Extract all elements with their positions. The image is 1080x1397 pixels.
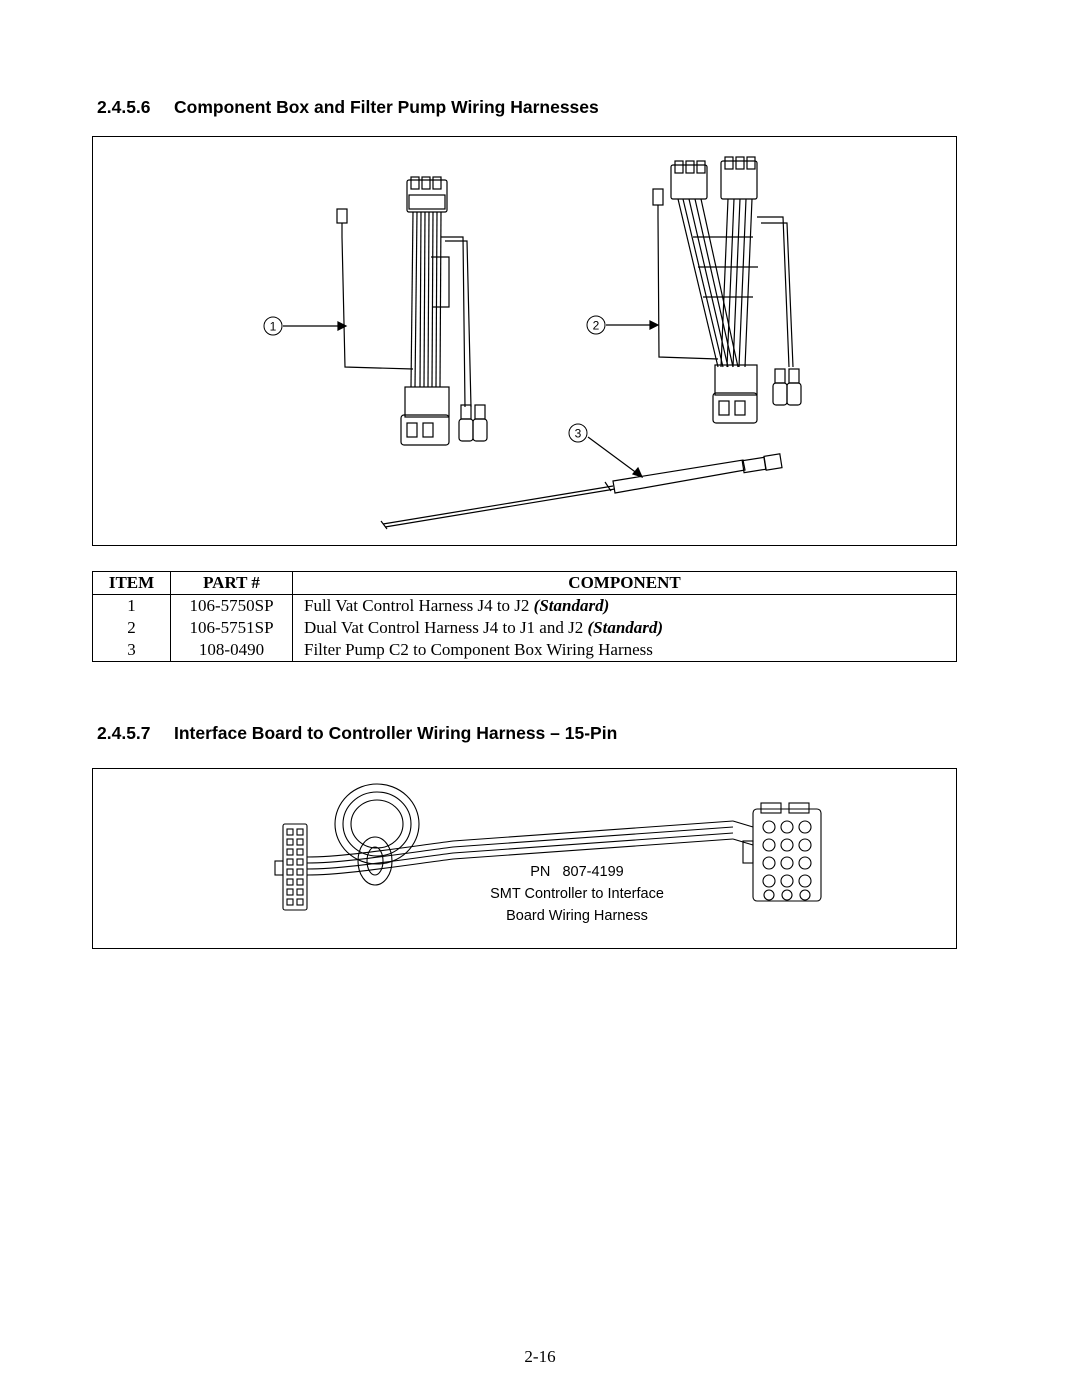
callout-1-label: 1 <box>270 320 277 334</box>
row-component: Full Vat Control Harness J4 to J2 (Stand… <box>292 594 957 617</box>
harness-3-illustration <box>380 436 783 530</box>
section-heading-2457: 2.4.5.7 Interface Board to Controller Wir… <box>97 723 617 744</box>
callout-3: 3 <box>568 423 588 443</box>
component-note: (Standard) <box>533 596 610 615</box>
row-item: 2 <box>92 617 171 639</box>
section-title: Interface Board to Controller Wiring Har… <box>174 723 618 743</box>
component-text: Full Vat Control Harness J4 to J2 <box>304 596 534 615</box>
wiring-harness-figure: 1 2 3 <box>92 136 957 546</box>
component-text: Dual Vat Control Harness J4 to J1 and J2 <box>304 618 588 637</box>
section-title: Component Box and Filter Pump Wiring Har… <box>174 97 599 117</box>
table-row: 2 106-5751SP Dual Vat Control Harness J4… <box>92 617 957 639</box>
harness-desc-line1: SMT Controller to Interface <box>490 886 664 902</box>
row-item: 3 <box>92 639 171 662</box>
callout-3-label: 3 <box>575 427 582 441</box>
section-heading-2456: 2.4.5.6 Component Box and Filter Pump Wir… <box>97 97 599 118</box>
table-row: 1 106-5750SP Full Vat Control Harness J4… <box>92 594 957 617</box>
row-part: 108-0490 <box>170 639 293 662</box>
table-row: 3 108-0490 Filter Pump C2 to Component B… <box>92 639 957 662</box>
row-part: 106-5751SP <box>170 617 293 639</box>
part-number-label: PN 807-4199 <box>530 864 624 880</box>
harness-desc-line2: Board Wiring Harness <box>506 908 648 924</box>
parts-table: ITEM PART # COMPONENT 1 106-5750SP Full … <box>92 571 957 662</box>
header-item: ITEM <box>92 571 171 595</box>
row-part: 106-5750SP <box>170 594 293 617</box>
section-number: 2.4.5.6 <box>97 97 151 117</box>
callout-1: 1 <box>263 316 283 336</box>
row-item: 1 <box>92 594 171 617</box>
section-number: 2.4.5.7 <box>97 723 151 743</box>
row-component: Dual Vat Control Harness J4 to J1 and J2… <box>292 617 957 639</box>
page-number: 2-16 <box>524 1347 556 1366</box>
interface-harness-drawing <box>274 783 822 911</box>
harness-drawing: 1 2 3 <box>263 156 802 530</box>
left-connector-pins <box>286 828 304 906</box>
harness-caption: PN 807-4199 SMT Controller to Interface … <box>457 861 697 927</box>
callout-2: 2 <box>586 315 606 335</box>
row-component: Filter Pump C2 to Component Box Wiring H… <box>292 639 957 662</box>
harness-2-illustration <box>606 156 802 424</box>
right-connector-pins <box>762 820 812 901</box>
harness-1-illustration <box>283 176 488 446</box>
header-part: PART # <box>170 571 293 595</box>
table-header-row: ITEM PART # COMPONENT <box>92 571 957 595</box>
component-note: (Standard) <box>587 618 664 637</box>
callout-2-label: 2 <box>593 319 600 333</box>
interface-harness-figure: PN 807-4199 SMT Controller to Interface … <box>92 768 957 949</box>
header-component: COMPONENT <box>292 571 957 595</box>
component-text: Filter Pump C2 to Component Box Wiring H… <box>304 640 653 659</box>
